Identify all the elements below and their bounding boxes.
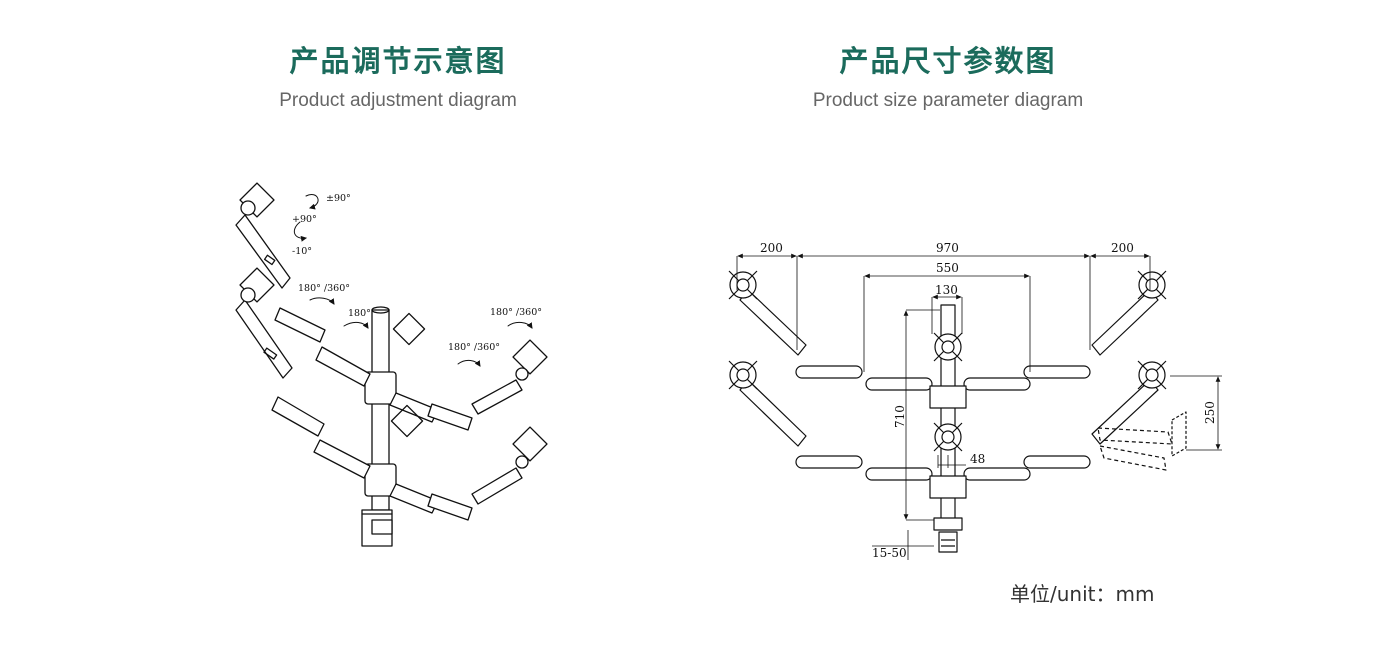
angle-label: -10° — [292, 246, 312, 257]
angle-label: 180° /360° — [490, 307, 542, 318]
dim-label: 15-50 — [872, 546, 907, 560]
vesa-plate-right-upper — [512, 339, 548, 381]
right-arm-lower — [389, 467, 523, 521]
dim-label: 200 — [760, 241, 783, 255]
angle-label: 180° /360° — [448, 342, 500, 353]
angle-label: ±90° — [326, 193, 351, 204]
left-arm-lower — [235, 299, 371, 479]
size-diagram-subtitle: Product size parameter diagram — [812, 90, 1084, 111]
upper-arm-row — [795, 365, 1091, 409]
mounting-pole — [364, 306, 397, 511]
dim-label: 550 — [936, 261, 959, 275]
adjustment-diagram-subtitle: Product adjustment diagram — [279, 90, 517, 111]
size-diagram-title: 产品尺寸参数图 — [839, 44, 1057, 78]
angle-label: 180° /360° — [298, 283, 350, 294]
dimension-lines — [736, 253, 1222, 560]
vesa-heads — [728, 270, 1187, 457]
right-arm-upper — [389, 379, 523, 431]
left-arm-upper — [235, 214, 371, 387]
dimension-labels: 200 970 200 550 130 710 48 15-50 250 — [760, 241, 1217, 560]
dim-label: 130 — [935, 283, 958, 297]
rotation-arrows — [293, 194, 533, 367]
dim-label: 200 — [1111, 241, 1134, 255]
unit-label: 单位/unit：mm — [1010, 582, 1155, 606]
vesa-plate-upper-left — [239, 182, 275, 218]
dim-label: 710 — [893, 405, 907, 428]
dim-label: 48 — [970, 452, 985, 466]
vesa-plate-right-lower — [512, 426, 548, 469]
angle-label: +90° — [292, 214, 317, 225]
adjustment-diagram-title: 产品调节示意图 — [289, 44, 507, 78]
dim-label: 970 — [936, 241, 959, 255]
vesa-plate-lower-left — [239, 267, 275, 303]
vesa-plate-center — [390, 312, 426, 438]
angle-label: 180° — [348, 308, 371, 319]
lower-arm-row — [795, 455, 1091, 499]
desk-clamp — [361, 509, 393, 547]
angle-labels: ±90° +90° -10° 180° /360° 180° 180° /360… — [292, 193, 542, 353]
dim-label: 250 — [1203, 401, 1217, 424]
diagonal-arms — [739, 289, 1173, 471]
